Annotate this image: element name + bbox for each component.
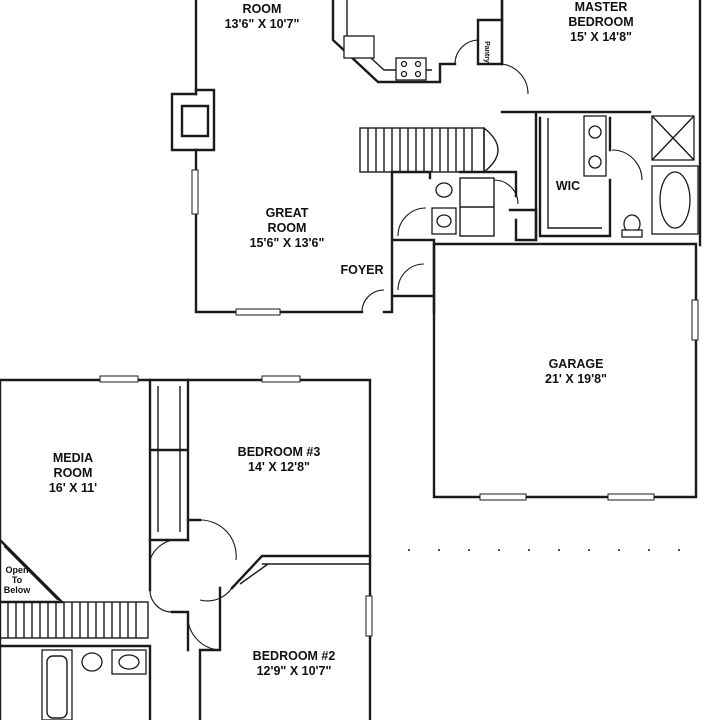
bed3-window (261, 375, 301, 383)
upper-bath-walls (0, 644, 152, 720)
great-label-2: ROOM (268, 221, 307, 235)
sink-bowl (436, 214, 452, 228)
upper-toilet (81, 652, 103, 672)
vanity-sink (588, 155, 602, 169)
vanity-sink (588, 125, 602, 139)
closet-door-swing (361, 263, 425, 313)
bed3-dims: 14' X 12'8" (248, 460, 310, 474)
room-top-dims: 13'6" X 10'7" (225, 17, 300, 31)
garage-door (607, 493, 655, 501)
main-floor (170, 0, 702, 501)
wic-walls (538, 116, 612, 238)
garage-label: GARAGE (549, 357, 604, 371)
hall-walls-upper (148, 538, 222, 720)
wic-label: WIC (556, 179, 580, 193)
master-walls (500, 0, 702, 247)
wic-shelf (547, 118, 602, 229)
shower-drain-lines (651, 115, 695, 161)
media-label-2: ROOM (54, 466, 93, 480)
burner (414, 70, 422, 78)
media-label-1: MEDIA (53, 451, 93, 465)
room-labels: ROOM 13'6" X 10'7" MASTER BEDROOM 15' X … (4, 0, 634, 678)
bed3-closet (239, 563, 370, 585)
upper-door-swings (149, 519, 237, 651)
great-room-walls (194, 0, 394, 314)
bed2-dims: 12'9" X 10'7" (257, 664, 332, 678)
foyer-label: FOYER (340, 263, 383, 277)
garage-door (479, 493, 527, 501)
bed3-label: BEDROOM #3 (238, 445, 321, 459)
garage-window (691, 299, 699, 341)
master-label-2: BEDROOM (568, 15, 633, 29)
garage-dims: 21' X 19'8" (545, 372, 607, 386)
rail (3, 545, 59, 601)
master-label-1: MASTER (575, 0, 628, 14)
hall-door-swing (397, 179, 519, 237)
toilet-tank (621, 229, 643, 238)
burner (414, 60, 422, 68)
bed3-walls (186, 518, 372, 590)
open-label-1: Open (5, 565, 28, 575)
bath-door-swing (611, 149, 643, 181)
pantry-walls (476, 18, 504, 66)
tub-inner (46, 655, 68, 719)
great-room-window (191, 169, 199, 215)
open-label-2: To (12, 575, 23, 585)
media-dims: 16' X 11' (49, 481, 97, 495)
range (395, 57, 427, 81)
great-room-window (235, 308, 281, 316)
upper-sink-bowl (118, 654, 140, 670)
kitchen-sink (343, 35, 375, 59)
burner (400, 60, 408, 68)
tub-basin (659, 171, 691, 229)
open-label-3: Below (4, 585, 32, 595)
great-label-1: GREAT (266, 206, 309, 220)
burner (400, 70, 408, 78)
great-dims: 15'6" X 13'6" (250, 236, 325, 250)
bed2-window (365, 595, 373, 637)
fireplace (170, 88, 216, 152)
upper-stairs (0, 601, 149, 639)
upper-floor (0, 375, 373, 720)
pantry-door-swing (454, 39, 479, 65)
pantry-label: Pantry (483, 41, 490, 63)
master-door-swing (501, 63, 529, 95)
room-top-label: ROOM (243, 2, 282, 16)
media-window (99, 375, 139, 383)
master-dims: 15' X 14'8" (570, 30, 632, 44)
bed2-label: BEDROOM #2 (253, 649, 336, 663)
toilet (435, 182, 453, 198)
closet-shelf (157, 386, 181, 532)
